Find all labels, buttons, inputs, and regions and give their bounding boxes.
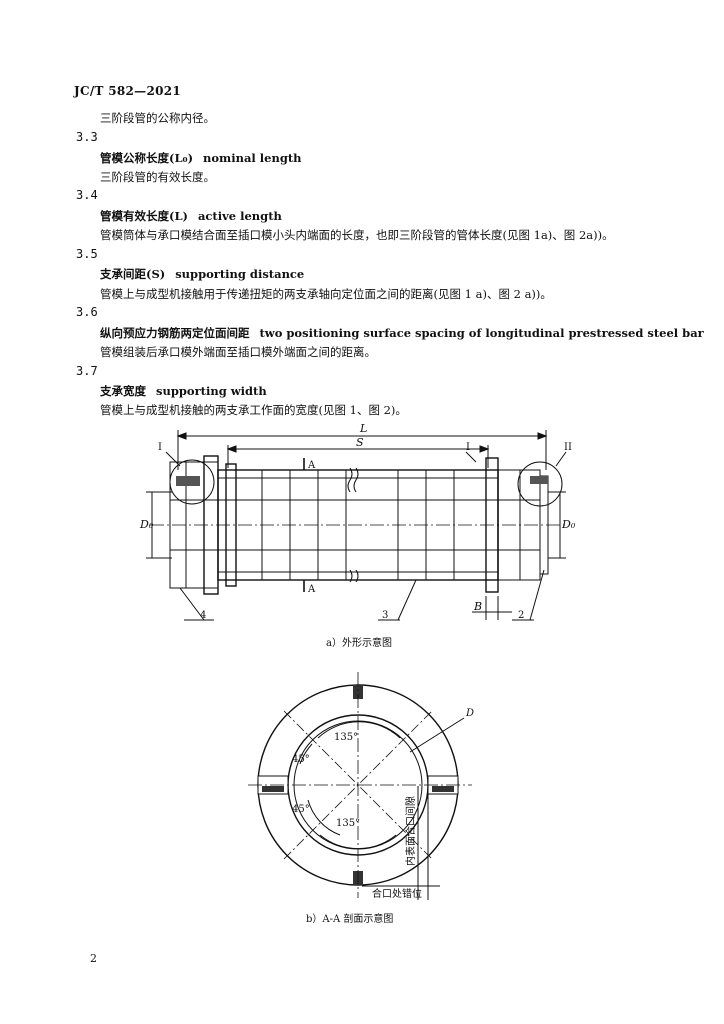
label-part-3: 3: [382, 610, 388, 621]
term-en: two positioning surface spacing of longi…: [259, 326, 704, 340]
label-A-top: A: [307, 460, 316, 471]
figure-b-caption: b）A-A 剖面示意图: [306, 914, 394, 925]
label-45-left: 45°: [292, 804, 310, 815]
section-number: 3.4: [76, 188, 98, 202]
label-part-4: 4: [200, 610, 206, 621]
term-en: supporting distance: [175, 267, 305, 281]
term-cn: 支承宽度: [100, 384, 146, 398]
term-cn: 管模有效长度(L): [100, 209, 188, 223]
section-number: 3.7: [76, 364, 98, 378]
term-title: 支承间距(S) supporting distance: [100, 266, 304, 282]
label-D0-left: D₀: [139, 518, 154, 531]
label-inner-gap: 内表面合口间隙: [404, 796, 417, 866]
standard-header: JC/T 582—2021: [74, 84, 182, 98]
intro-line: 三阶段管的公称内径。: [100, 111, 215, 125]
section-number: 3.6: [76, 305, 98, 319]
figure-a-caption: a）外形示意图: [326, 638, 392, 649]
term-title: 纵向预应力钢筋两定位面间距 two positioning surface spa…: [100, 325, 704, 341]
term-en: active length: [197, 209, 282, 223]
label-offset: 合口处错位: [372, 887, 422, 900]
section-number: 3.5: [76, 247, 98, 261]
term-definition: 管模筒体与承口模结合面至插口模小头内端面的长度，也即三阶段管的管体长度(见图 1…: [100, 228, 614, 242]
label-I-mid: I: [466, 442, 470, 453]
term-cn: 支承间距(S): [100, 267, 166, 281]
label-A-bottom: A: [307, 584, 316, 595]
term-en: supporting width: [156, 384, 267, 398]
term-definition: 管模上与成型机接触用于传递扭矩的两支承轴向定位面之间的距离(见图 1 a)、图 …: [100, 287, 552, 301]
section-number: 3.3: [76, 130, 98, 144]
label-D0-right: D₀: [561, 518, 576, 531]
label-I-left: I: [158, 442, 162, 453]
term-definition: 三阶段管的有效长度。: [100, 170, 215, 184]
label-B: B: [473, 600, 482, 613]
term-title: 管模有效长度(L) active length: [100, 208, 282, 224]
label-D: D: [465, 708, 474, 719]
label-135-top: 135°: [334, 732, 358, 743]
term-title: 管模公称长度(L₀) nominal length: [100, 150, 302, 166]
term-definition: 管模上与成型机接触的两支承工作面的宽度(见图 1、图 2)。: [100, 403, 407, 417]
term-title: 支承宽度 supporting width: [100, 383, 267, 399]
label-L: L: [359, 422, 367, 435]
term-cn: 管模公称长度(L₀): [100, 151, 194, 165]
label-45-top: 45°: [292, 754, 310, 765]
term-en: nominal length: [203, 151, 302, 165]
label-135-bottom: 135°: [336, 818, 360, 829]
term-definition: 管模组装后承口模外端面至插口模外端面之间的距离。: [100, 345, 376, 359]
page-number: 2: [90, 952, 97, 965]
label-S: S: [356, 436, 364, 449]
term-cn: 纵向预应力钢筋两定位面间距: [100, 326, 250, 340]
label-II: II: [564, 442, 572, 453]
label-part-2: 2: [518, 610, 524, 621]
